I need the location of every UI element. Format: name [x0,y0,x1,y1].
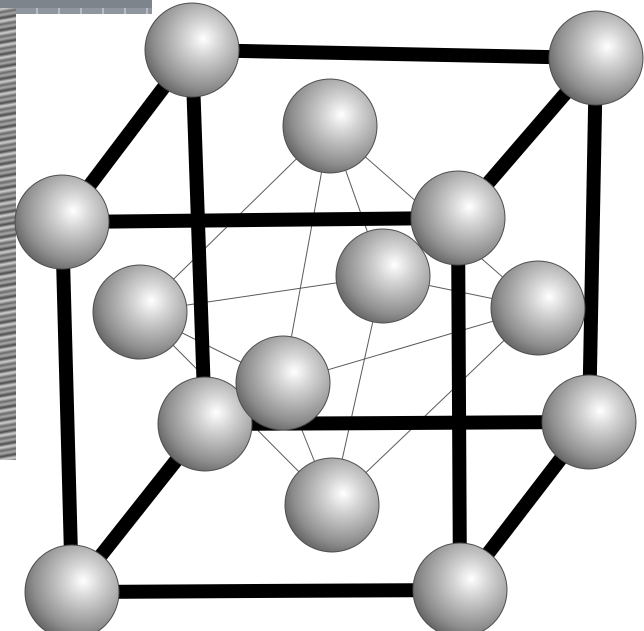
cube-edge [62,218,458,222]
corner-atom-bottom-right-front [413,543,507,631]
cube-edge [458,218,460,590]
corner-atom-bottom-right-back [542,375,636,469]
cube-edge [62,222,72,592]
corner-atom-top-right-front [411,171,505,265]
cube-edge [589,58,596,422]
corner-atom-top-left-back [145,3,239,97]
face-center-atom-left [93,265,187,359]
cube-edge [192,50,596,58]
corner-atom-top-left-front [15,175,109,269]
face-center-atom-front [236,336,330,430]
face-center-atom-bottom [285,458,379,552]
corner-atom-top-right-back [549,11,643,105]
cube-edge [192,50,205,424]
corner-atom-bottom-left-front [25,545,119,631]
cube-edge [72,590,460,592]
front-atoms [15,171,507,631]
face-center-atom-back [336,229,430,323]
face-center-atom-right [491,261,585,355]
face-center-atom-top [283,79,377,173]
